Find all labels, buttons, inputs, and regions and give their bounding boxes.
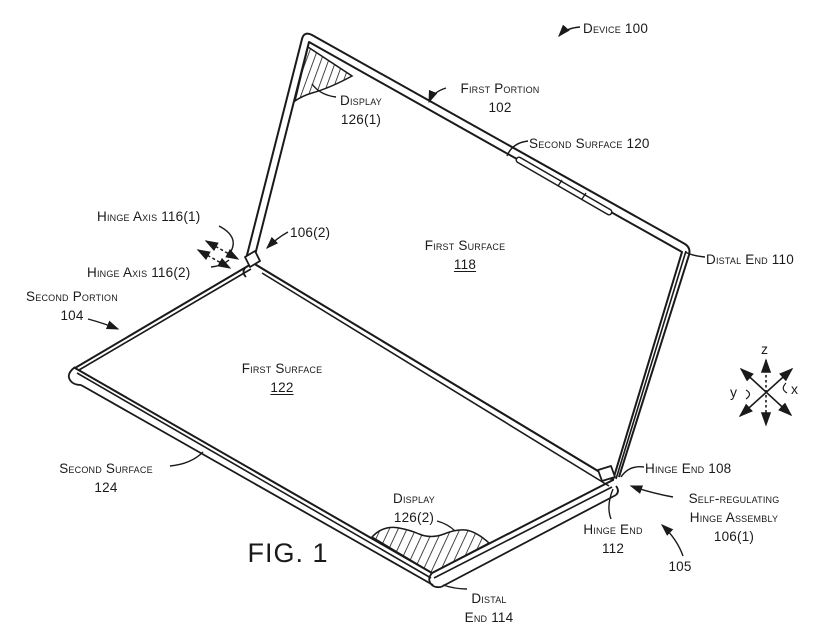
distal-end-114-cap [428,572,442,589]
bottom-panel-edge-line [78,268,252,371]
label-hinge-end-112: Hinge End 112 [583,522,643,556]
leader-106-2 [266,231,289,249]
axis-y-label: y [730,384,738,400]
label-second-surface-120: Second Surface 120 [529,136,650,151]
label-device-100: Device 100 [583,21,649,36]
display-126-1-hatch [293,45,354,103]
second-surface-120-slot [515,156,613,216]
slot-tick-2 [581,192,587,200]
bottom-panel-rim-mid-right [433,486,613,579]
axis-x-tick [782,382,788,394]
leader-distal-end-114 [442,584,468,590]
top-panel-rim-mid-right [615,250,687,480]
figure-caption: FIG. 1 [247,538,329,568]
bottom-panel-rim-bottom-right [440,494,617,588]
hinge-axis-116-2-arrow [196,249,232,269]
slot-tick-1 [557,179,563,187]
label-hinge-assembly-106-1: Self-regulating Hinge Assembly 106(1) [688,491,780,544]
label-second-portion: Second Portion 104 [26,289,118,323]
hinge-end-112-cap [615,485,619,496]
hinge-line-2 [261,272,610,487]
leader-105 [660,524,684,557]
leader-second-portion [87,318,120,330]
coordinate-axes-icon [738,358,794,427]
leader-second-surface-120 [506,140,529,157]
leader-hinge-axis-116-2 [210,259,230,268]
leader-hinge-assembly [629,485,674,498]
axis-z-label: z [761,341,769,357]
label-hinge-axis-116-1: Hinge Axis 116(1) [97,209,201,224]
first-surface-118-face [252,41,683,481]
leader-display-126-2 [436,520,456,532]
leader-second-surface-124 [169,451,204,467]
label-first-portion: First Portion 102 [460,81,540,115]
label-105: 105 [668,559,692,574]
leader-hinge-end-108 [620,466,645,478]
display-126-2-hatch [370,526,491,574]
hinge-axis-arrows [196,240,240,269]
label-distal-end-114: Distal End 114 [464,591,514,625]
leader-hinge-axis-116-1 [218,225,234,254]
label-first-surface-122: First Surface 122 [241,361,323,395]
label-hinge-axis-116-2: Hinge Axis 116(2) [87,265,191,280]
axis-diag-2 [739,367,793,417]
label-first-surface-118: First Surface 118 [424,238,506,272]
label-hinge-end-108: Hinge End 108 [645,461,732,476]
axis-x-label: x [791,381,799,397]
hinge-106-1-block [597,465,616,482]
bottom-panel-left-cap [67,366,82,386]
leader-hinge-end-112 [608,488,614,520]
label-second-surface-124: Second Surface 124 [59,461,153,495]
bottom-panel-rim-bottom [80,384,434,586]
leader-device-100 [558,24,581,38]
hinge-106-2-block [244,250,261,268]
first-portion-panel [245,32,691,481]
label-display-126-1: Display 126(1) [340,93,382,127]
axis-y-tick [745,389,751,400]
leader-lines [87,24,706,590]
bottom-panel-rim-mid [76,372,432,579]
hinge-assembly-elements [242,250,616,482]
label-display-126-2: Display 126(2) [393,491,435,525]
second-portion-panel [67,262,619,589]
leader-first-portion [428,87,447,104]
hinge-106-2-cap [242,266,247,278]
leader-display-126-1 [311,83,337,98]
label-106-2: 106(2) [290,225,331,240]
leader-distal-end-110 [684,251,706,258]
label-distal-end-110: Distal End 110 [706,252,794,267]
top-panel-outer-rim [245,32,691,478]
